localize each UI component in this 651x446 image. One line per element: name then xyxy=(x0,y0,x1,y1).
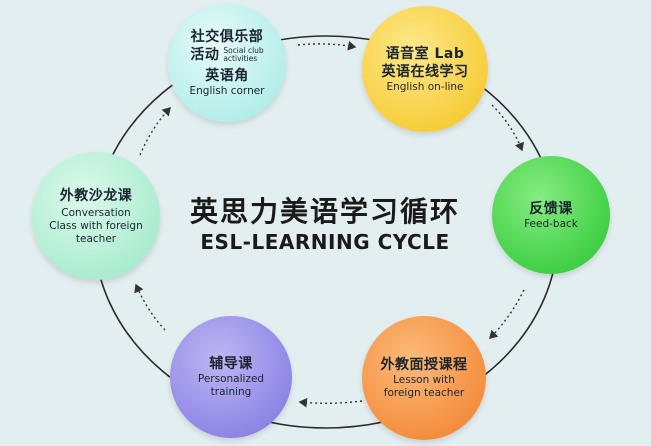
node-lab: 语音室 Lab 英语在线学习 English on-line xyxy=(362,6,488,132)
tutoring-en-line2: training xyxy=(210,386,252,398)
social-en-small-2: activities xyxy=(223,54,258,63)
lab-zh-line2: 英语在线学习 xyxy=(381,63,469,80)
lab-en-line: English on-line xyxy=(386,80,464,93)
social-zh-line2: 活动 xyxy=(190,47,220,63)
node-conversation: 外教沙龙课 Conversation Class with foreign te… xyxy=(32,152,160,280)
diagram-title-zh: 英思力美语学习循环 xyxy=(190,195,461,228)
social-en-small-1: Social club xyxy=(223,46,264,55)
arrow-lab-to-feedback xyxy=(491,104,524,152)
lesson-en-line2: foreign teacher xyxy=(383,387,465,399)
node-social-club: 社交俱乐部 活动 Social club activities 英语角 Engl… xyxy=(168,4,286,122)
feedback-en-line: Feed-back xyxy=(524,217,578,230)
conversation-en-line3: teacher xyxy=(75,232,117,245)
conversation-zh-line1: 外教沙龙课 xyxy=(59,187,133,204)
node-feedback: 反馈课 Feed-back xyxy=(492,156,610,274)
lab-zh-line1: 语音室 Lab xyxy=(385,45,465,62)
arrow-conversation-to-social xyxy=(139,106,171,156)
node-tutoring: 辅导课 Personalized training xyxy=(170,316,292,438)
lesson-en-line1: Lesson with xyxy=(393,374,455,386)
arrow-lesson-to-tutoring xyxy=(298,397,363,408)
conversation-en-line2: Class with foreign xyxy=(49,219,143,232)
social-en-line: English corner xyxy=(189,85,265,97)
conversation-en-line1: Conversation xyxy=(61,206,131,219)
arrow-feedback-to-lesson xyxy=(489,289,525,339)
arrow-social-to-lab xyxy=(297,40,357,51)
lesson-zh-line1: 外教面授课程 xyxy=(380,357,468,373)
social-zh-line1: 社交俱乐部 xyxy=(190,29,264,45)
node-lesson: 外教面授课程 Lesson with foreign teacher xyxy=(362,316,486,440)
tutoring-en-line1: Personalized xyxy=(197,373,265,385)
diagram-title-en: ESL-LEARNING CYCLE xyxy=(200,230,450,254)
feedback-zh-line1: 反馈课 xyxy=(529,200,573,217)
social-zh-line3: 英语角 xyxy=(205,68,249,84)
arrow-tutoring-to-conversation xyxy=(134,283,166,331)
tutoring-zh-line1: 辅导课 xyxy=(209,356,253,372)
